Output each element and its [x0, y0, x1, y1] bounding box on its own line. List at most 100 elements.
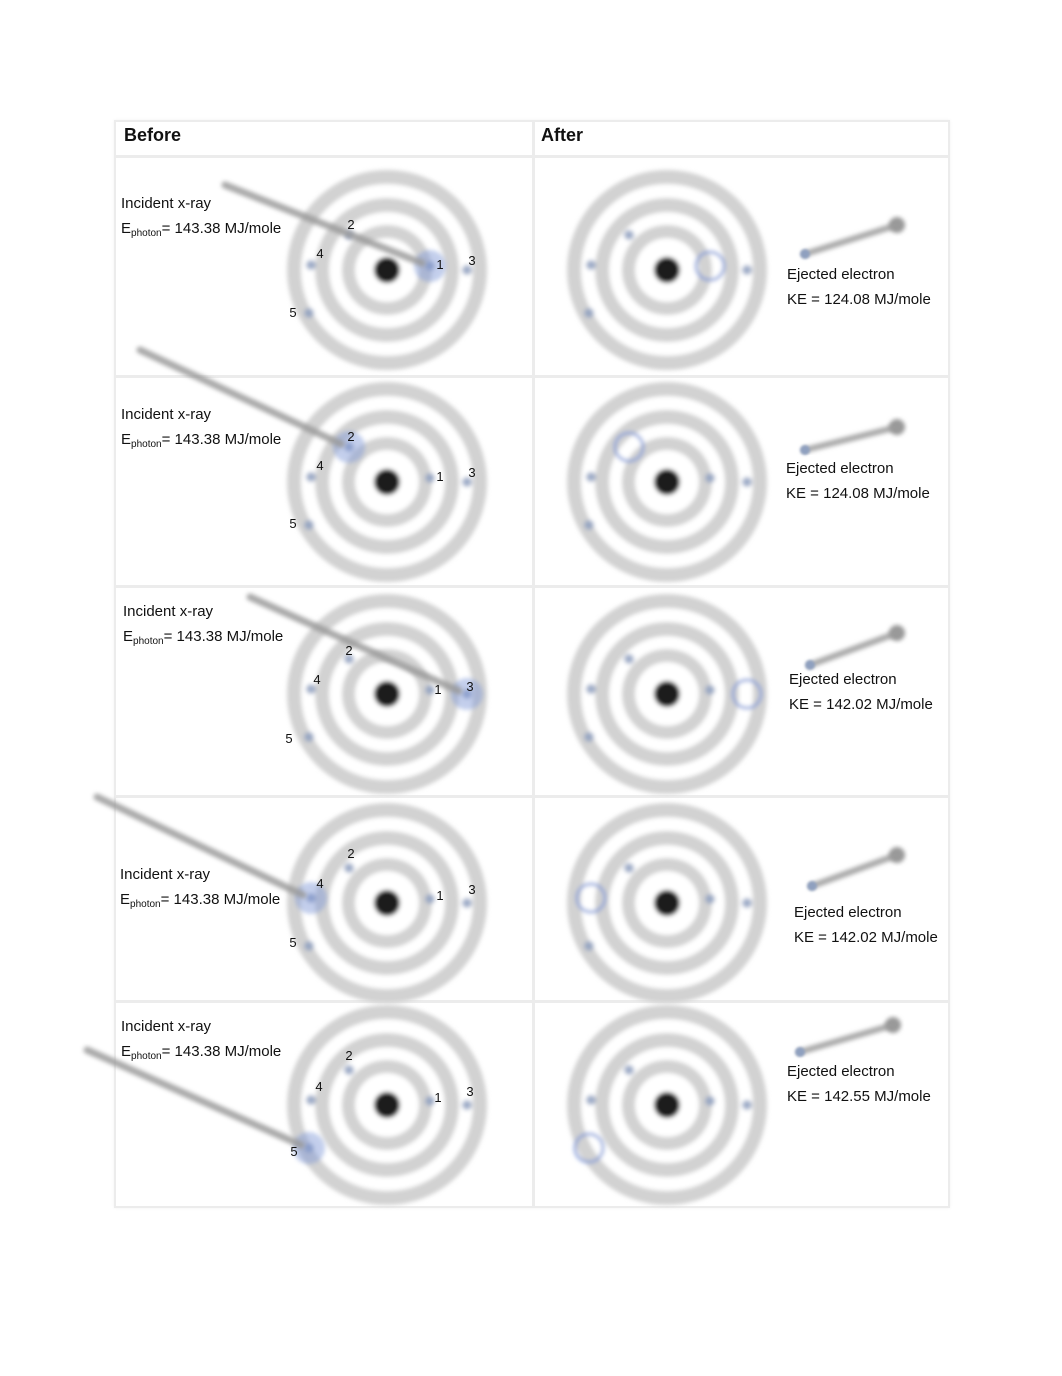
targeted-electron-highlight: [333, 431, 365, 463]
ejected-label-4: Ejected electron KE = 142.02 MJ/mole: [794, 900, 938, 950]
targeted-electron-highlight: [293, 1132, 325, 1164]
ejected-electron-head: [889, 847, 905, 863]
nucleus: [654, 257, 680, 283]
ejected-electron-path: [809, 852, 900, 889]
ejected-text: Ejected electron: [794, 904, 902, 921]
row-divider: [114, 585, 950, 588]
nucleus: [374, 890, 400, 916]
electron: [586, 260, 596, 270]
shell-label-3: 3: [468, 465, 476, 480]
ejected-text: Ejected electron: [787, 1063, 895, 1080]
electron: [425, 685, 435, 695]
incident-label-1: Incident x-ray Ephoton= 143.38 MJ/mole: [121, 191, 281, 246]
after-atom-5: [567, 1005, 767, 1205]
ejected-electron-head: [885, 1017, 901, 1033]
electron: [584, 732, 594, 742]
kinetic-energy: KE = 124.08 MJ/mole: [787, 291, 931, 308]
ejected-electron-head: [889, 419, 905, 435]
header-divider: [114, 155, 950, 158]
nucleus: [374, 257, 400, 283]
incident-label-3: Incident x-ray Ephoton= 143.38 MJ/mole: [123, 599, 283, 654]
incident-xray-beam: [221, 181, 426, 267]
after-header: After: [541, 125, 584, 145]
kinetic-energy: KE = 142.55 MJ/mole: [787, 1088, 931, 1105]
ejected-text: Ejected electron: [787, 266, 895, 283]
electron: [462, 1100, 472, 1110]
electron: [584, 308, 594, 318]
before-header: Before: [124, 125, 182, 145]
electron: [742, 477, 752, 487]
nucleus: [654, 1092, 680, 1118]
ejected-electron: [795, 1047, 805, 1057]
shell-label-5: 5: [289, 935, 297, 950]
after-atom-3: [567, 594, 767, 794]
incident-text: Incident x-ray: [120, 866, 211, 883]
targeted-electron-highlight: [295, 882, 327, 914]
ejected-text: Ejected electron: [789, 671, 897, 688]
shell-label-2: 2: [347, 217, 355, 232]
ejected-electron-head: [889, 625, 905, 641]
incident-label-2: Incident x-ray Ephoton= 143.38 MJ/mole: [121, 402, 281, 457]
shell-label-3: 3: [468, 253, 476, 268]
shell-label-5: 5: [289, 516, 297, 531]
shell-label-4: 4: [316, 876, 324, 891]
before-atom-1: [287, 170, 487, 370]
vacancy-marker: [731, 678, 763, 710]
nucleus: [654, 681, 680, 707]
electron: [304, 308, 314, 318]
before-atom-3: [287, 594, 487, 794]
shell-label-1: 1: [436, 257, 444, 272]
before-atom-4: [287, 803, 487, 1003]
nucleus: [654, 469, 680, 495]
nucleus: [654, 890, 680, 916]
electron: [462, 477, 472, 487]
electron: [306, 1095, 316, 1105]
electron: [584, 941, 594, 951]
shell-label-1: 1: [436, 888, 444, 903]
ejected-label-1: Ejected electron KE = 124.08 MJ/mole: [787, 262, 931, 312]
photon-energy: Ephoton= 143.38 MJ/mole: [121, 220, 282, 239]
electron: [705, 1096, 715, 1106]
electron: [304, 520, 314, 530]
ejected-label-2: Ejected electron KE = 124.08 MJ/mole: [786, 456, 930, 506]
ejected-electron-head: [889, 217, 905, 233]
ejected-text: Ejected electron: [786, 460, 894, 477]
electron: [306, 472, 316, 482]
photon-energy: Ephoton= 143.38 MJ/mole: [123, 628, 284, 647]
electron: [624, 863, 634, 873]
vacancy-marker: [575, 882, 607, 914]
electron: [425, 473, 435, 483]
incident-xray-beam: [246, 593, 463, 695]
incident-text: Incident x-ray: [121, 406, 212, 423]
shell-label-2: 2: [347, 429, 355, 444]
incident-xray-beam: [93, 793, 307, 899]
after-atom-2: [567, 382, 767, 582]
ejected-electron-path: [797, 1022, 896, 1055]
after-atom-1: [567, 170, 767, 370]
ejected-electron-path: [802, 222, 900, 257]
vacancy-marker: [573, 1132, 605, 1164]
incident-text: Incident x-ray: [121, 1018, 212, 1035]
kinetic-energy: KE = 142.02 MJ/mole: [789, 696, 933, 713]
ejected-label-3: Ejected electron KE = 142.02 MJ/mole: [789, 667, 933, 717]
shell-label-4: 4: [316, 246, 324, 261]
shell-label-3: 3: [466, 1084, 474, 1099]
photon-energy: Ephoton= 143.38 MJ/mole: [120, 891, 281, 910]
electron: [306, 260, 316, 270]
electron: [586, 684, 596, 694]
incident-label-4: Incident x-ray Ephoton= 143.38 MJ/mole: [120, 862, 280, 917]
electron: [705, 473, 715, 483]
electron: [624, 230, 634, 240]
incident-text: Incident x-ray: [121, 195, 212, 212]
kinetic-energy: KE = 142.02 MJ/mole: [794, 929, 938, 946]
vacancy-marker: [613, 431, 645, 463]
electron: [304, 732, 314, 742]
shell-label-5: 5: [289, 305, 297, 320]
shell-label-2: 2: [345, 1048, 353, 1063]
electron: [462, 265, 472, 275]
vacancy-marker: [694, 250, 726, 282]
ejected-electron: [800, 249, 810, 259]
nucleus: [374, 469, 400, 495]
